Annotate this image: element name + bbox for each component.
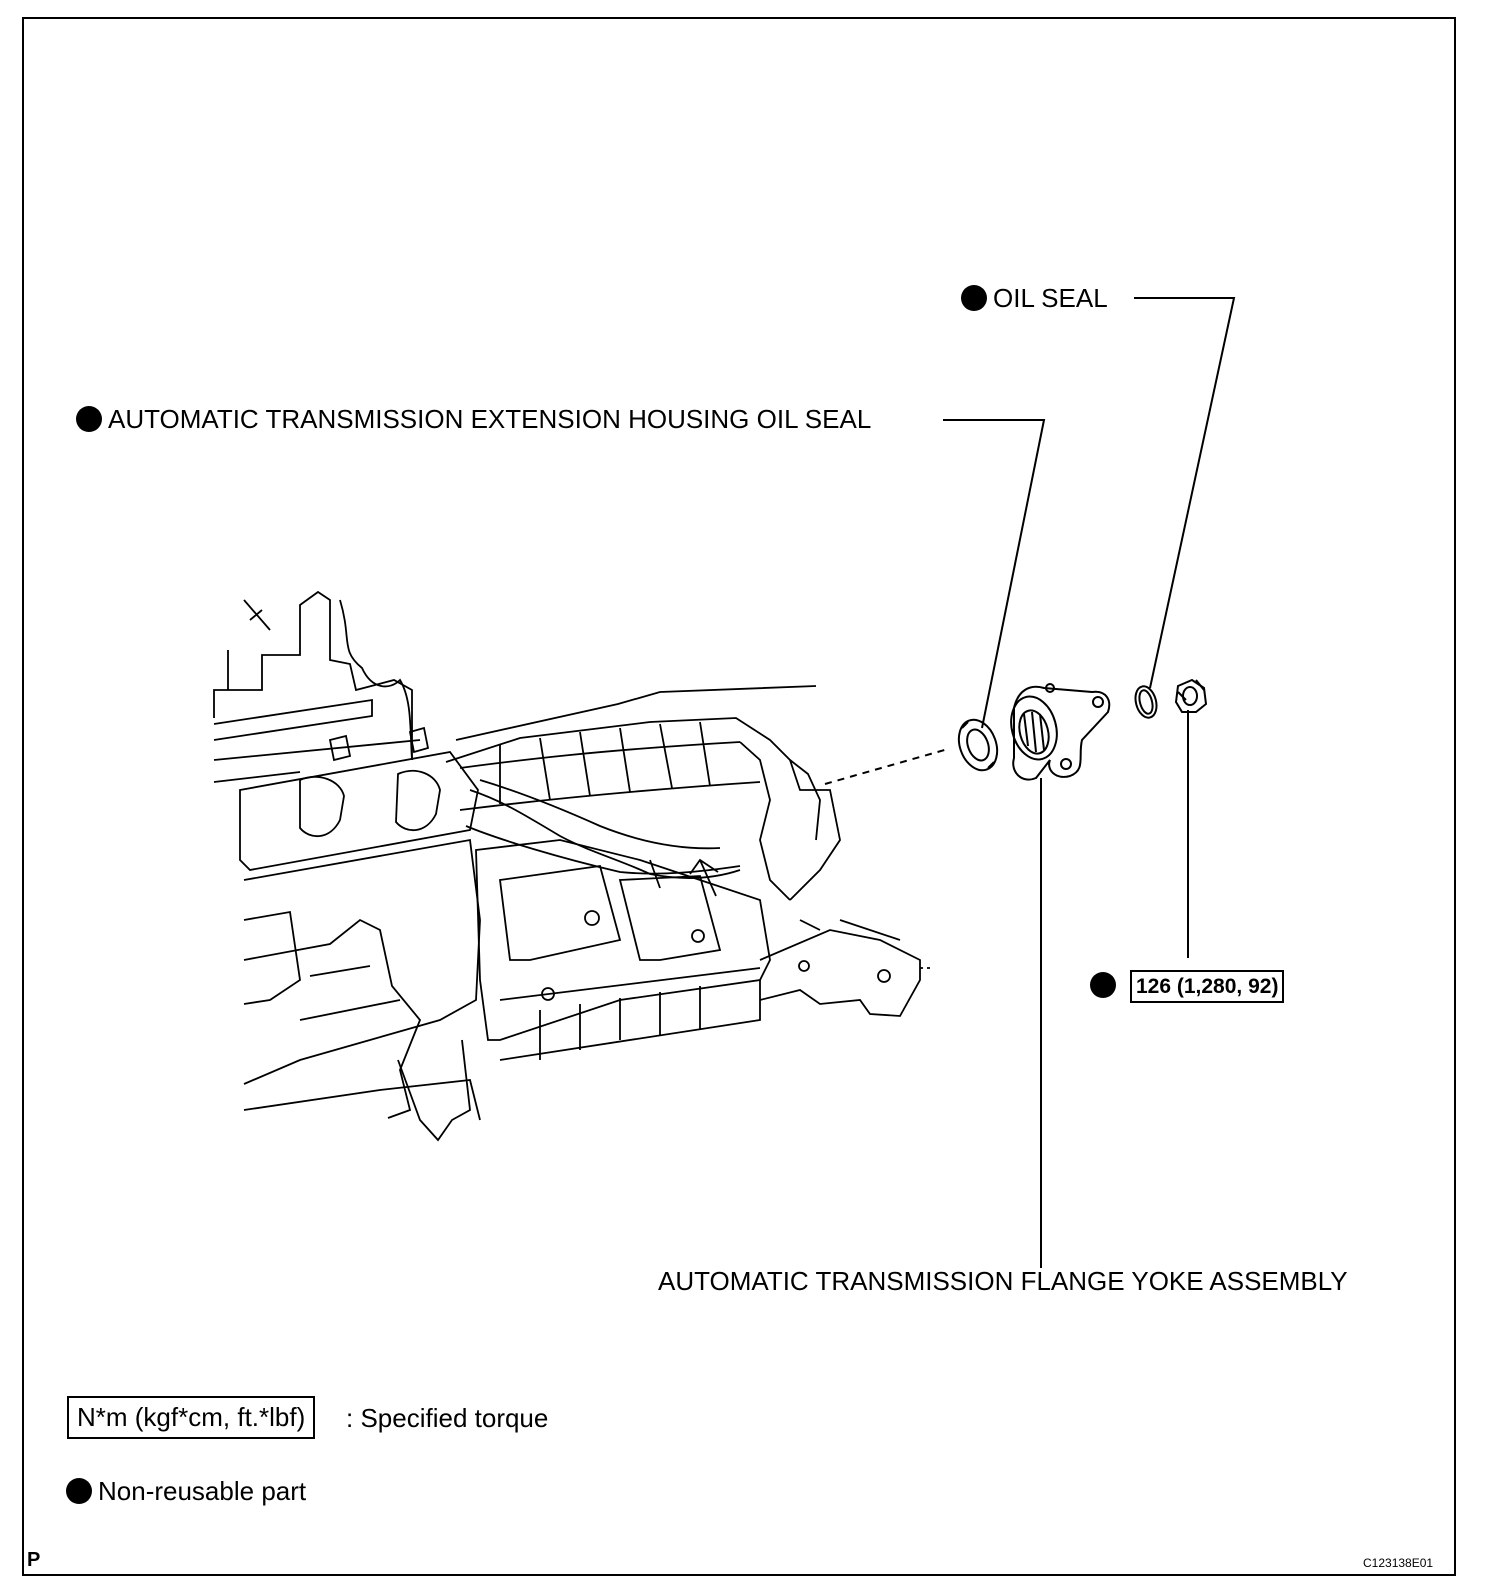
leader-oil-seal xyxy=(1134,297,1236,689)
non-reusable-marker-icon xyxy=(76,406,102,432)
assembly-axis-dashed xyxy=(824,748,949,785)
extension-housing-oil-seal-label: AUTOMATIC TRANSMISSION EXTENSION HOUSING… xyxy=(108,404,872,434)
non-reusable-marker-icon xyxy=(961,285,987,311)
flange-yoke-label: AUTOMATIC TRANSMISSION FLANGE YOKE ASSEM… xyxy=(658,1266,1348,1296)
oil-seal-callout: OIL SEAL xyxy=(961,285,1108,311)
extension-housing-oil-seal-part xyxy=(957,718,999,772)
figure-id: C123138E01 xyxy=(1363,1556,1434,1570)
footer-left-code: P xyxy=(27,1549,41,1571)
torque-legend-desc: : Specified torque xyxy=(346,1403,549,1433)
torque-legend-box: N*m (kgf*cm, ft.*lbf) xyxy=(67,1396,316,1439)
oil-seal-ring-part xyxy=(1134,685,1158,719)
flange-yoke-part xyxy=(1010,683,1111,781)
leader-lines xyxy=(824,297,1236,1268)
diagram-frame xyxy=(22,17,1456,1576)
extension-housing-oil-seal-callout: AUTOMATIC TRANSMISSION EXTENSION HOUSING… xyxy=(76,406,871,432)
transmission-engine-illustration xyxy=(213,590,930,1142)
non-reusable-legend: Non-reusable part xyxy=(66,1478,306,1504)
non-reusable-marker-icon xyxy=(1090,972,1116,998)
oil-seal-label: OIL SEAL xyxy=(993,283,1108,313)
non-reusable-legend-text: Non-reusable part xyxy=(98,1476,307,1506)
flange-nut-part xyxy=(1174,678,1208,713)
leader-extension-seal xyxy=(943,419,1046,729)
nut-torque-spec: 126 (1,280, 92) xyxy=(1130,970,1285,1004)
non-reusable-marker-icon xyxy=(66,1478,92,1504)
